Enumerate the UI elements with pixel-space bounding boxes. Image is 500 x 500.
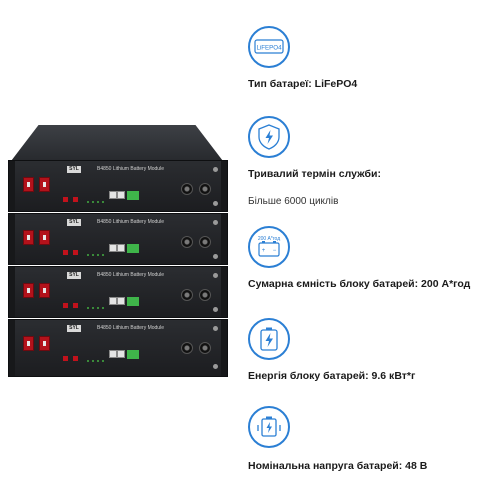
lifepo4-badge-icon: LiFEPO4 — [248, 26, 290, 68]
battery-voltage-icon — [248, 406, 290, 448]
brand-badge: SYL — [67, 166, 81, 173]
battery-module: SYL B4850 Lithium Battery Module — [8, 319, 228, 377]
brand-badge: SYL — [67, 272, 81, 279]
shield-lightning-icon — [248, 116, 290, 158]
rack-top-cover — [8, 125, 226, 165]
battery-module: SYL B4850 Lithium Battery Module — [8, 160, 228, 212]
feature-service-life-value: Більше 6000 циклів — [248, 196, 339, 207]
svg-text:+: + — [262, 248, 266, 254]
feature-total-capacity: Сумарна ємність блоку батарей: 200 А*год — [248, 278, 471, 290]
battery-module: SYL B4850 Lithium Battery Module — [8, 213, 228, 265]
svg-text:−: − — [273, 248, 277, 254]
feature-nominal-voltage: Номінальна напруга батарей: 48 В — [248, 460, 428, 472]
feature-battery-type: Тип батареї: LiFePO4 — [248, 78, 358, 90]
module-model-text: B4850 Lithium Battery Module — [97, 219, 164, 225]
brand-badge: SYL — [67, 219, 81, 226]
battery-energy-icon — [248, 318, 290, 360]
lifepo4-icon-text: LiFEPO4 — [256, 45, 282, 52]
module-model-text: B4850 Lithium Battery Module — [97, 325, 164, 331]
module-model-text: B4850 Lithium Battery Module — [97, 166, 164, 172]
capacity-icon-text: 200 А*год — [258, 236, 280, 242]
brand-badge: SYL — [67, 325, 81, 332]
battery-capacity-icon: 200 А*год + − — [248, 226, 290, 268]
feature-service-life: Тривалий термін служби: — [248, 168, 381, 180]
module-model-text: B4850 Lithium Battery Module — [97, 272, 164, 278]
battery-stack-image: SYL B4850 Lithium Battery Module SYL B48… — [0, 0, 240, 500]
battery-module: SYL B4850 Lithium Battery Module — [8, 266, 228, 318]
feature-energy: Енергія блоку батарей: 9.6 кВт*г — [248, 370, 416, 382]
